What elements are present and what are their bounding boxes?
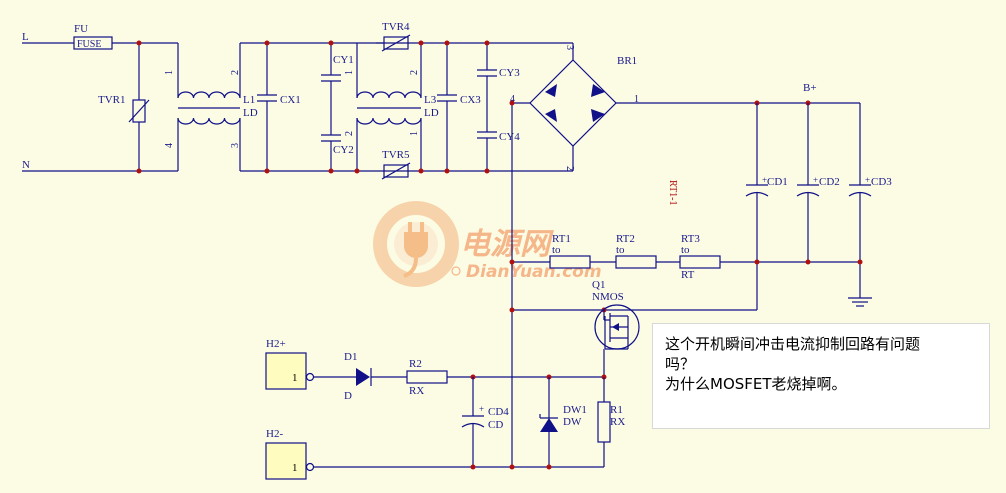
label-to2: to bbox=[616, 244, 625, 256]
l1-pin-3: 3 bbox=[230, 143, 241, 148]
ground-symbol bbox=[848, 297, 872, 307]
resistor-r2 bbox=[406, 370, 448, 384]
label-TVR5: TVR5 bbox=[382, 149, 410, 161]
inductor-L3 bbox=[356, 91, 422, 125]
label-H2minus: H2- bbox=[266, 428, 283, 440]
note-line-2: 吗？ bbox=[665, 355, 696, 373]
l3-pin-2: 2 bbox=[409, 70, 420, 75]
label-DW: DW bbox=[563, 416, 582, 428]
label-to1: to bbox=[552, 244, 561, 256]
zener-dw1 bbox=[540, 418, 558, 432]
svg-text:+: + bbox=[813, 175, 818, 185]
label-R1-RX: RX bbox=[610, 416, 625, 428]
label-L3-LD: LD bbox=[424, 107, 439, 119]
label-CD1: CD1 bbox=[767, 176, 788, 188]
note-line-3: 为什么MOSFET老烧掉啊。 bbox=[665, 375, 847, 393]
label-D: D bbox=[344, 390, 352, 402]
label-DW1: DW1 bbox=[563, 404, 587, 416]
label-N: N bbox=[22, 159, 30, 171]
svg-text:+: + bbox=[762, 175, 767, 185]
resistor-rt2 bbox=[615, 255, 657, 269]
header-h2plus bbox=[265, 352, 307, 390]
l1-pin-2: 2 bbox=[230, 70, 241, 75]
label-to3: to bbox=[681, 244, 690, 256]
varistor-tvr1 bbox=[132, 99, 146, 123]
capacitor-cd4 bbox=[461, 377, 485, 467]
label-CX3: CX3 bbox=[460, 94, 481, 106]
l1-pin-4: 4 bbox=[164, 143, 175, 148]
br-pin-4: 4 bbox=[510, 94, 515, 105]
label-CD3: CD3 bbox=[871, 176, 892, 188]
label-L: L bbox=[22, 31, 29, 43]
label-CY2: CY2 bbox=[333, 144, 354, 156]
label-CX1: CX1 bbox=[280, 94, 301, 106]
capacitor-cd2 bbox=[796, 103, 820, 262]
l1-pin-1: 1 bbox=[164, 70, 175, 75]
label-CY1: CY1 bbox=[333, 54, 354, 66]
header-h2minus bbox=[265, 442, 307, 480]
label-L1: L1 bbox=[243, 94, 255, 106]
watermark-cn: 电源网 bbox=[460, 227, 554, 262]
label-TVR4: TVR4 bbox=[382, 21, 410, 33]
label-L1-LD: LD bbox=[243, 107, 258, 119]
question-note: 这个开机瞬间冲击电流抑制回路有问题 吗？ 为什么MOSFET老烧掉啊。 bbox=[652, 323, 990, 429]
label-R2: R2 bbox=[409, 358, 422, 370]
diode-d1 bbox=[356, 368, 370, 386]
label-CD: CD bbox=[488, 419, 503, 431]
l3-pin-1b: 1 bbox=[409, 131, 420, 136]
label-R1: R1 bbox=[610, 404, 623, 416]
label-BR1: BR1 bbox=[617, 55, 637, 67]
br-pin-1: 1 bbox=[634, 94, 639, 105]
capacitor-cd1 bbox=[745, 103, 769, 310]
watermark-registered bbox=[451, 266, 461, 276]
label-H2plus: H2+ bbox=[266, 338, 286, 350]
label-RT3: RT3 bbox=[681, 233, 700, 245]
note-line-1: 这个开机瞬间冲击电流抑制回路有问题 bbox=[665, 335, 921, 353]
svg-text:+: + bbox=[865, 175, 870, 185]
resistor-rt3 bbox=[679, 255, 721, 269]
br-pin-3: 3 bbox=[564, 45, 575, 50]
br-pin-2: 2 bbox=[564, 166, 575, 171]
label-RT: RT bbox=[681, 269, 695, 281]
label-D1: D1 bbox=[344, 351, 357, 363]
label-CD4: CD4 bbox=[488, 406, 509, 418]
header-h2plus-pin: 1 bbox=[292, 372, 298, 384]
varistor-tvr4 bbox=[383, 36, 409, 50]
label-CY3: CY3 bbox=[499, 67, 520, 79]
label-FUSE: FUSE bbox=[77, 39, 101, 50]
header-h2minus-pin: 1 bbox=[292, 462, 298, 474]
l3-pin-2b: 2 bbox=[344, 131, 355, 136]
label-Bplus: B+ bbox=[803, 82, 817, 94]
varistor-tvr5 bbox=[383, 164, 409, 178]
svg-text:+: + bbox=[479, 404, 484, 414]
capacitor-cd3 bbox=[848, 103, 872, 298]
label-FU: FU bbox=[74, 23, 88, 35]
watermark-logo bbox=[373, 201, 459, 287]
label-TVR1: TVR1 bbox=[98, 94, 126, 106]
label-CD2: CD2 bbox=[819, 176, 840, 188]
label-R2-RX: RX bbox=[409, 385, 424, 397]
label-NMOS: NMOS bbox=[592, 291, 624, 303]
label-CY4: CY4 bbox=[499, 131, 520, 143]
label-RT1-1: RT1-1 bbox=[667, 180, 678, 206]
watermark-en: DianYuan.com bbox=[466, 262, 602, 282]
label-RT2: RT2 bbox=[616, 233, 635, 245]
l3-pin-1: 1 bbox=[344, 70, 355, 75]
mosfet-q1 bbox=[594, 304, 640, 350]
bridge-rectifier-br1 bbox=[529, 59, 617, 147]
label-Q1: Q1 bbox=[592, 279, 605, 291]
label-L3: L3 bbox=[424, 94, 437, 106]
label-RT1: RT1 bbox=[552, 233, 571, 245]
resistor-r1 bbox=[597, 401, 611, 443]
inductor-L1 bbox=[177, 91, 241, 125]
